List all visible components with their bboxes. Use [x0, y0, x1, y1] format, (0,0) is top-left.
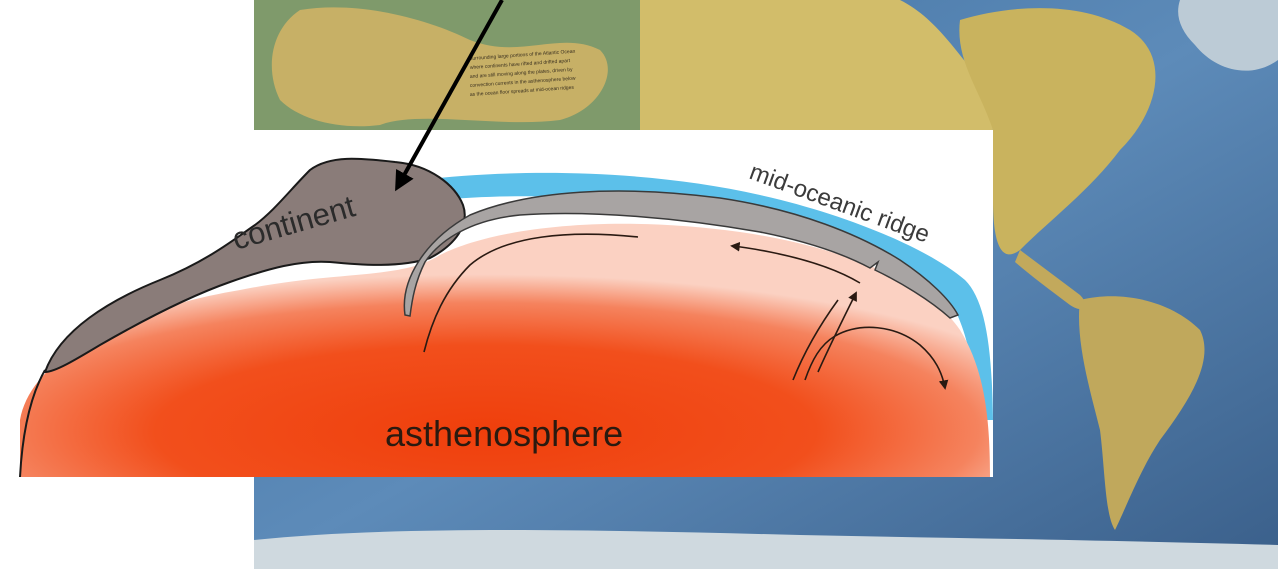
asthenosphere-label: asthenosphere — [385, 413, 623, 454]
